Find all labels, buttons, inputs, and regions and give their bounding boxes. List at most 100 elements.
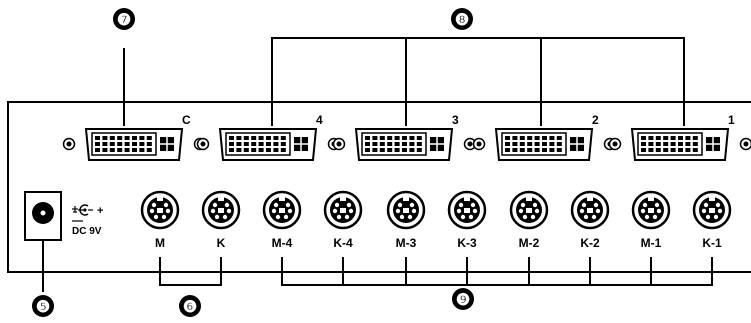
ps2-key-notch (648, 196, 654, 201)
ps2-pin (153, 214, 159, 220)
dvi-pin (146, 148, 152, 152)
dvi-pin (542, 142, 547, 146)
ps2-pin (593, 202, 599, 208)
dvi-port-label: 1 (728, 113, 735, 127)
dvi-pin (685, 136, 691, 140)
screw-head (612, 141, 618, 147)
dvi-pin (394, 148, 400, 152)
ps2-pin (346, 202, 352, 208)
dvi-pin (236, 136, 242, 140)
dvi-pin (273, 142, 279, 146)
dvi-pin (527, 136, 533, 140)
dvi-pin (387, 136, 393, 140)
dvi-pin (663, 142, 669, 146)
dvi-pin (549, 148, 555, 152)
dvi-pin (648, 142, 654, 146)
screw-head (200, 141, 206, 147)
dvi-pin (236, 148, 242, 152)
dvi-pin (132, 136, 137, 140)
dvi-pin (678, 136, 683, 140)
ps2-pin (151, 202, 157, 208)
ps2-pin (285, 202, 291, 208)
ps2-port-m-1: M-1 (631, 190, 671, 250)
dvi-pin (372, 148, 378, 152)
ps2-pin (656, 208, 662, 214)
dvi-pin (365, 136, 370, 140)
dvi-pin (527, 148, 533, 152)
dvi-pin (139, 136, 145, 140)
dvi-pin (139, 148, 145, 152)
dvi-port-label: C (182, 113, 191, 127)
screw-head (743, 141, 749, 147)
dvi-pin (655, 142, 661, 146)
ps2-key-notch (464, 196, 470, 201)
dvi-pin (692, 136, 698, 140)
ps2-center-key (218, 208, 224, 213)
callout-6: ❻ (159, 257, 222, 317)
ps2-pin (149, 208, 155, 214)
dvi-pin (109, 148, 115, 152)
dvi-pin (505, 136, 510, 140)
dvi-pin (243, 136, 249, 140)
ps2-pin (165, 208, 171, 214)
dvi-pin-block (361, 132, 427, 156)
dvi-pin (132, 142, 137, 146)
ps2-pin (595, 208, 601, 214)
ps2-port-k-4: K-4 (323, 190, 363, 250)
ps2-pin (713, 214, 719, 220)
dvi-pin (416, 142, 422, 146)
dvi-port-label: 4 (316, 113, 323, 127)
dvi-pin (251, 136, 257, 140)
dvi-pin (527, 142, 533, 146)
ps2-pin (460, 214, 466, 220)
ps2-pin (470, 202, 476, 208)
ps2-port-k-3: K-3 (447, 190, 487, 250)
ps2-pin (222, 214, 228, 220)
ps2-pin (472, 208, 478, 214)
dvi-pin (109, 142, 115, 146)
ps2-center-key (464, 208, 470, 213)
ps2-key-notch (340, 196, 346, 201)
dvi-pin (416, 136, 422, 140)
ps2-center-key (526, 208, 532, 213)
ps2-pin (397, 202, 403, 208)
dvi-pin (102, 142, 108, 146)
dvi-pin (117, 148, 123, 152)
ps2-center-key (648, 208, 654, 213)
ps2-pin (214, 214, 220, 220)
dvi-pin (266, 136, 271, 140)
dvi-pin (273, 136, 279, 140)
screw-head (66, 141, 72, 147)
ps2-center-key (709, 208, 715, 213)
dvi-pin (655, 136, 661, 140)
power-voltage-label: DC 9V (72, 226, 102, 237)
dvi-pin-block (637, 132, 703, 156)
ps2-pin (283, 214, 289, 220)
ps2-center-key (157, 208, 163, 213)
ps2-pin (591, 214, 597, 220)
dvi-port-2: 2 (472, 113, 617, 161)
ps2-pin (583, 214, 589, 220)
ps2-pin (210, 208, 216, 214)
power-polarity-label: + (97, 205, 103, 217)
ps2-port-label: M (155, 236, 165, 250)
dvi-pin (512, 148, 518, 152)
ps2-pin (532, 202, 538, 208)
dvi-port-c: C (62, 113, 207, 161)
ps2-center-key (340, 208, 346, 213)
dvi-pin (648, 148, 654, 152)
callout-7: ❼ (113, 8, 135, 126)
dvi-pin (95, 148, 100, 152)
dvi-pin (512, 136, 518, 140)
dvi-pin (95, 142, 100, 146)
ps2-key-notch (279, 196, 285, 201)
ps2-port-m-2: M-2 (509, 190, 549, 250)
ps2-port-label: K-4 (333, 236, 353, 250)
ps2-pin (518, 208, 524, 214)
ps2-port-label: K-2 (580, 236, 600, 250)
dvi-pin (132, 148, 137, 152)
ps2-port-k-1: K-1 (692, 190, 732, 250)
ps2-center-key (587, 208, 593, 213)
